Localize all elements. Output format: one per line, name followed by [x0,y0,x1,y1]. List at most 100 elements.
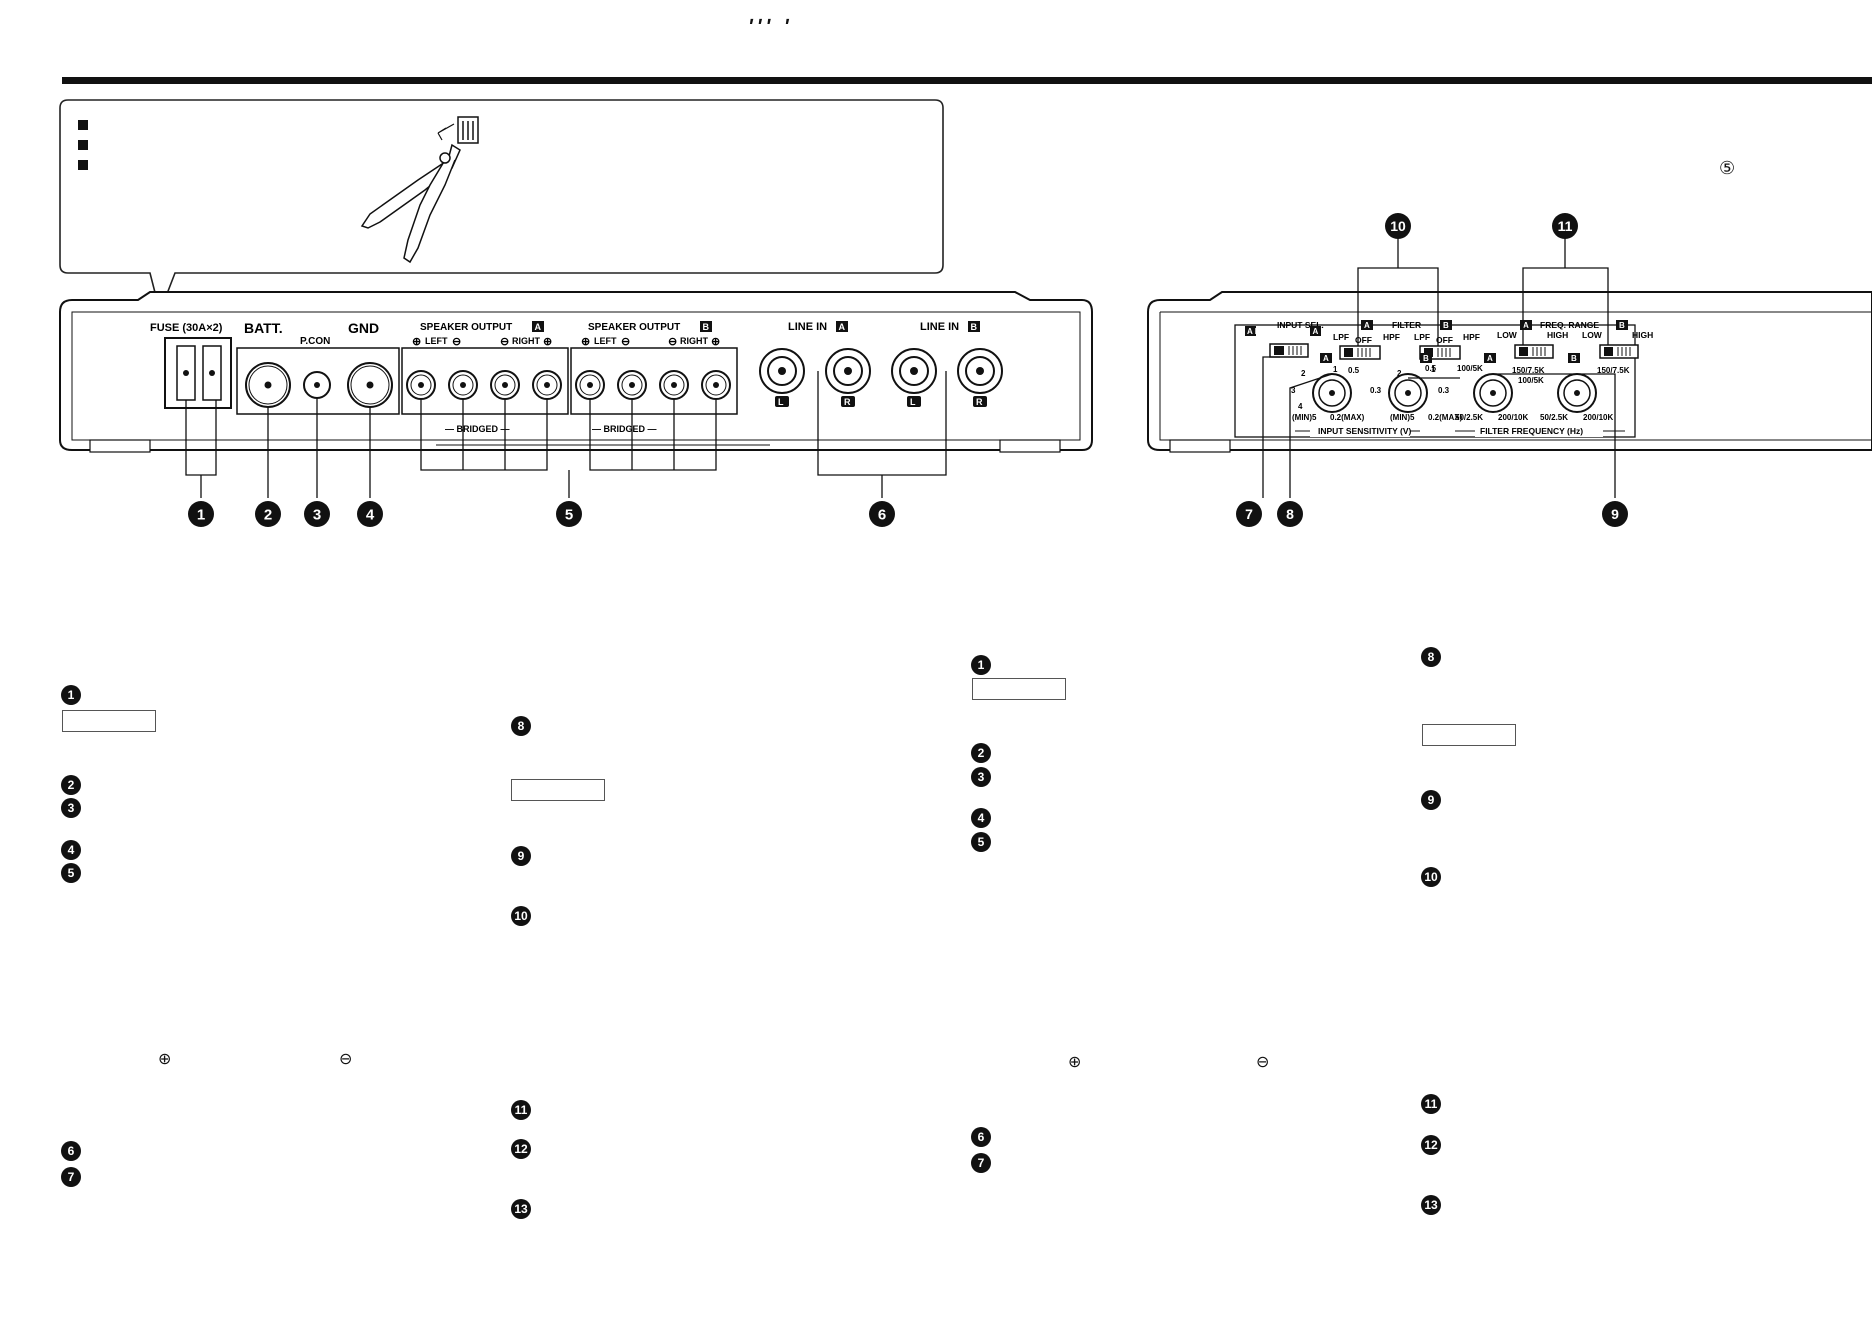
sens-b-03: 0.3 [1438,386,1450,395]
freq-150-b: 150/7.5K [1597,366,1630,375]
freq-range-a-label: A [1523,321,1529,330]
speaker-terminal[interactable] [659,370,689,400]
text-marker: 1 [971,655,991,675]
plus-mark: ⊕ [711,336,720,348]
sens-a-min: (MIN)5 [1292,413,1317,422]
callout-bullet [78,120,88,130]
text-marker: 8 [1421,647,1441,667]
freq-range-b-label: B [1619,321,1625,330]
sensitivity-knob-a[interactable] [1312,373,1352,413]
callout-number: 10 [1390,218,1406,234]
filter-a-label: A [1364,321,1370,330]
r-label: R [976,397,983,407]
freq-50-a: 50/2.5K [1455,413,1483,422]
rca-jack-b-right[interactable] [957,348,1003,394]
text-marker: 2 [61,775,81,795]
text-marker: 3 [971,767,991,787]
line-in-a-label: LINE IN [788,321,827,333]
callout-number: 7 [1245,506,1253,522]
freq-200-a: 200/10K [1498,413,1528,422]
minus-symbol: ⊖ [1256,1054,1270,1071]
text-marker: 1 [61,685,81,705]
speaker-terminal[interactable] [617,370,647,400]
sens-b-05: 0.5 [1425,364,1437,373]
plus-symbol: ⊕ [1068,1054,1082,1071]
sens-a-label: A [1323,354,1329,363]
header-marks: ʹʹʹ ʹ [748,16,793,38]
sens-a-2: 2 [1301,369,1306,378]
lpf-a: LPF [1333,332,1349,342]
line-in-b-channel: B [971,322,978,332]
note-box [62,710,156,732]
batt-terminal[interactable] [245,362,291,408]
filter-label: FILTER [1392,320,1421,330]
fuse-callout [59,99,944,315]
text-marker: 10 [511,906,531,926]
sens-a-05: 0.5 [1348,366,1360,375]
freq-50-b: 50/2.5K [1540,413,1568,422]
freq-100-b: 100/5K [1457,364,1483,373]
freq-knob-a-label: A [1487,354,1493,363]
hpf-a: HPF [1383,332,1400,342]
l-label: L [778,397,784,407]
minus-symbol: ⊖ [339,1051,353,1068]
plus-symbol: ⊕ [158,1051,172,1068]
pcon-terminal[interactable] [303,371,331,399]
plus-mark: ⊕ [412,336,421,348]
left-label-b: LEFT [594,336,617,346]
rca-jack-b-left[interactable] [891,348,937,394]
text-marker: 11 [1421,1094,1441,1114]
speaker-terminal[interactable] [406,370,436,400]
freq-200-b: 200/10K [1583,413,1613,422]
text-marker: 12 [511,1139,531,1159]
gnd-terminal[interactable] [347,362,393,408]
text-marker: 3 [61,798,81,818]
pcon-label: P.CON [300,336,330,347]
input-sel-label: INPUT SEL. [1277,320,1324,330]
panel-figure: FUSE (30A×2) BATT. P.CON GND [59,99,1872,527]
sens-a-max: 0.2(MAX) [1330,413,1365,422]
speaker-terminal[interactable] [575,370,605,400]
freq-knob-b-label: B [1571,354,1577,363]
text-marker: 13 [511,1199,531,1219]
sens-a-4: 4 [1298,402,1303,411]
off-a: OFF [1355,335,1372,345]
callout-markers-right: 10 11 7 8 9 [1236,213,1628,527]
bridged-label-b: — BRIDGED — [592,424,657,434]
r-label: R [844,397,851,407]
callout-number: 11 [1558,218,1573,234]
left-amp-panel: FUSE (30A×2) BATT. P.CON GND [59,291,1093,498]
speaker-terminal[interactable] [490,370,520,400]
speaker-terminal[interactable] [701,370,731,400]
text-marker: 5 [971,832,991,852]
minus-mark: ⊖ [452,336,461,348]
fuse-label: FUSE (30A×2) [150,322,223,334]
gnd-label: GND [348,320,379,336]
leader-lines [185,371,947,498]
callout-number: 5 [565,507,573,524]
rca-jack-a-left[interactable] [759,348,805,394]
circled-five-symbol: ⑤ [1719,158,1736,178]
sens-b-1: 1 [1431,365,1436,374]
bridged-label-a: — BRIDGED — [445,424,510,434]
text-marker: 12 [1421,1135,1441,1155]
minus-mark: ⊖ [668,336,677,348]
low-a: LOW [1497,330,1518,340]
input-sensitivity-label: INPUT SENSITIVITY (V) [1318,426,1412,436]
speaker-terminal[interactable] [532,370,562,400]
input-sel-a: A [1313,327,1319,336]
right-label-a: RIGHT [512,336,541,346]
sens-a-1: 1 [1333,365,1338,374]
text-marker: 13 [1421,1195,1441,1215]
pliers-drawing [360,116,479,264]
sensitivity-knob-b[interactable] [1388,373,1428,413]
high-b: HIGH [1632,330,1653,340]
rca-jack-a-right[interactable] [825,348,871,394]
lpf-b: LPF [1414,332,1430,342]
filter-frequency-knob-a[interactable] [1473,373,1513,413]
hpf-b: HPF [1463,332,1480,342]
l-label: L [910,397,916,407]
text-marker: 11 [511,1100,531,1120]
filter-frequency-knob-b[interactable] [1557,373,1597,413]
speaker-terminal[interactable] [448,370,478,400]
